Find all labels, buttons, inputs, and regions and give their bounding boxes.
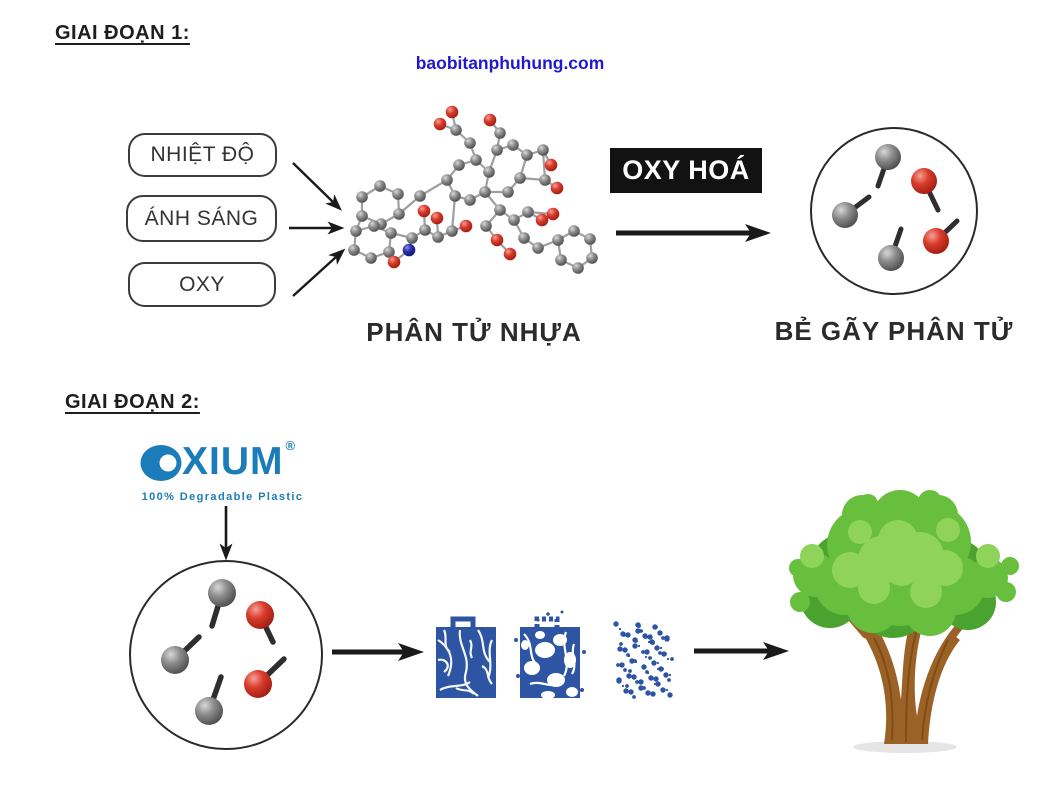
website-watermark: baobitanphuhung.com — [415, 53, 605, 73]
oxium-logo: XIUM ® 100% Degradable Plastic — [140, 438, 305, 503]
oxium-o-icon — [140, 445, 182, 481]
stage1-heading: GIAI ĐOẠN 1: — [55, 22, 190, 44]
oxium-tagline: 100% Degradable Plastic — [141, 491, 304, 503]
oxidation-label-box: OXY HOÁ — [610, 148, 762, 193]
degraded-particles — [613, 621, 674, 699]
stage2-heading: GIAI ĐOẠN 2: — [65, 391, 200, 413]
result-label: BẺ GÃY PHÂN TỬ — [774, 316, 1014, 346]
registered-trademark-icon: ® — [285, 438, 296, 453]
fragmenting-bag — [514, 610, 586, 699]
plastic-molecule-illustration — [348, 105, 598, 274]
molecule-label: PHÂN TỬ NHỰA — [366, 317, 582, 347]
broken-molecule-circle-stage1 — [810, 127, 978, 295]
tree-trunk — [862, 622, 960, 744]
oxium-brand-row: XIUM ® — [140, 438, 305, 483]
factor-box-light: ÁNH SÁNG — [126, 195, 277, 242]
factor-box-oxygen: OXY — [128, 262, 276, 307]
broken-molecule-circle-stage2 — [129, 560, 323, 750]
arrow-oxygen — [292, 248, 346, 297]
plastic-bags-degrading — [436, 610, 674, 699]
tree-canopy-light — [800, 518, 1000, 608]
oxium-brand-text: XIUM — [182, 440, 284, 483]
tree-illustration — [789, 490, 1019, 753]
intact-bag — [436, 616, 496, 698]
tree-trunk-shading — [873, 631, 949, 743]
factor-box-temperature: NHIỆT ĐỘ — [128, 133, 277, 177]
factor-arrows — [289, 162, 346, 297]
arrow-temperature — [292, 162, 342, 211]
tree-shadow — [853, 741, 957, 753]
